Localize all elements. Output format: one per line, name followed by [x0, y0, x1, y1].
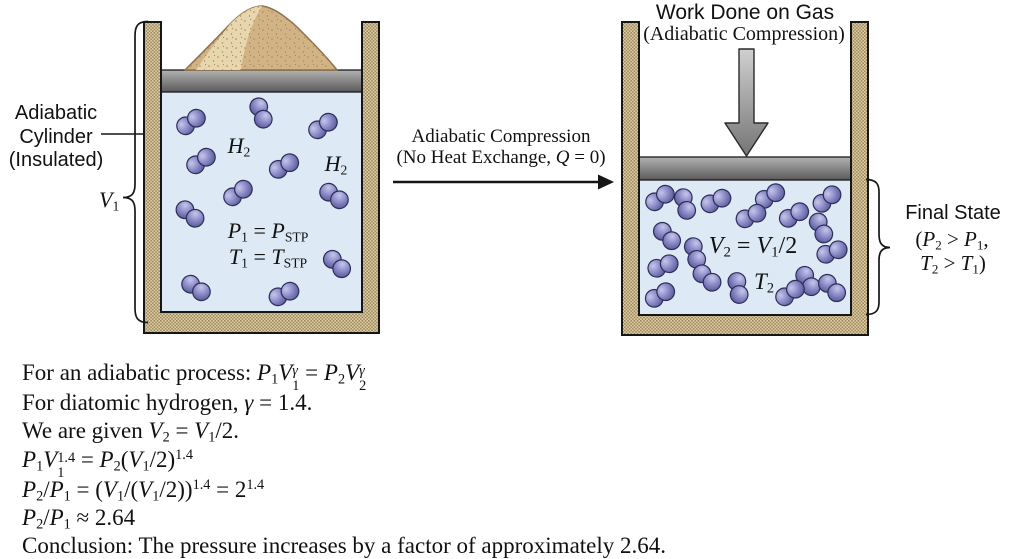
- initial-state-equations: P1 = PSTP T1 = TSTP: [228, 218, 309, 270]
- v2-volume-equation: V2 = V1/2: [708, 233, 798, 261]
- left-cylinder-caption: Adiabatic Cylinder (Insulated): [0, 102, 112, 173]
- derivation-line: P2/P1 = (V1/(V1/2))1.4 = 21.4: [22, 476, 265, 505]
- derivation-line: We are given V2 = V1/2.: [22, 418, 239, 446]
- gas-molecule: [775, 279, 805, 307]
- gas-molecule: [223, 179, 253, 207]
- gas-molecule: [700, 188, 732, 214]
- caption-line: Cylinder: [19, 125, 93, 148]
- caption-line: (Insulated): [8, 149, 104, 171]
- gas-molecule: [176, 108, 206, 136]
- gas-molecule: [322, 249, 352, 279]
- transition-subtitle: (No Heat Exchange, Q = 0): [396, 147, 606, 168]
- gas-molecule: [817, 273, 847, 303]
- gas-molecule: [181, 274, 211, 302]
- left-gas-molecules: [175, 97, 352, 307]
- gas-molecule: [268, 281, 300, 307]
- left-cylinder-wall: [143, 21, 380, 334]
- gas-molecule: [268, 153, 300, 179]
- final-state-temperature: T2 > T1): [920, 251, 986, 277]
- h2-gas-label: H2: [227, 133, 251, 160]
- gas-molecule: [808, 212, 834, 244]
- derivation-line: P2/P1 ≈ 2.64: [22, 505, 136, 533]
- t2-temperature-label: T2: [754, 269, 774, 297]
- gas-molecule: [645, 184, 675, 212]
- gas-molecule: [249, 97, 273, 129]
- work-down-arrow-icon: [724, 48, 769, 157]
- gas-molecule: [644, 282, 676, 308]
- gas-molecule: [778, 202, 810, 228]
- final-state-pressure: (P2 > P1,: [915, 227, 989, 253]
- left-piston: [160, 69, 363, 93]
- gas-molecule: [175, 200, 205, 228]
- gas-molecule: [308, 112, 338, 140]
- gas-molecule: [673, 188, 697, 220]
- gas-molecule: [754, 183, 786, 209]
- gas-molecule: [816, 240, 848, 264]
- caption-line: Adiabatic: [14, 102, 98, 124]
- gas-molecule: [186, 147, 216, 175]
- transition-title: Adiabatic Compression: [411, 126, 591, 147]
- gas-molecule: [683, 237, 707, 269]
- sand-pile: [184, 5, 338, 71]
- right-piston: [638, 156, 852, 181]
- gas-molecule: [795, 265, 821, 297]
- right-cylinder-wall: [621, 21, 869, 336]
- gas-molecule: [812, 185, 842, 213]
- temperature-equation: T1 = TSTP: [228, 244, 308, 271]
- gas-molecule: [319, 182, 349, 210]
- gas-molecule: [727, 272, 749, 304]
- pressure-equation: P1 = PSTP: [227, 218, 309, 245]
- work-done-title: Work Done on Gas: [655, 1, 835, 24]
- left-volume-brace: [122, 20, 149, 324]
- gas-molecule: [652, 221, 682, 251]
- gas-molecule: [692, 264, 722, 292]
- right-gas-molecules: [644, 183, 848, 308]
- transition-arrow: [393, 174, 614, 190]
- derivation-conclusion: Conclusion: The pressure increases by a …: [22, 533, 667, 559]
- final-state-title: Final State: [905, 202, 1001, 224]
- v1-volume-label: V1: [99, 187, 120, 214]
- gas-molecule: [735, 203, 767, 229]
- h2-gas-label: H2: [324, 151, 348, 178]
- work-done-subtitle: (Adiabatic Compression): [643, 23, 845, 45]
- derivation-line: For diatomic hydrogen, γ = 1.4.: [22, 390, 313, 416]
- gas-molecule: [647, 254, 679, 278]
- final-state-brace: [865, 178, 891, 316]
